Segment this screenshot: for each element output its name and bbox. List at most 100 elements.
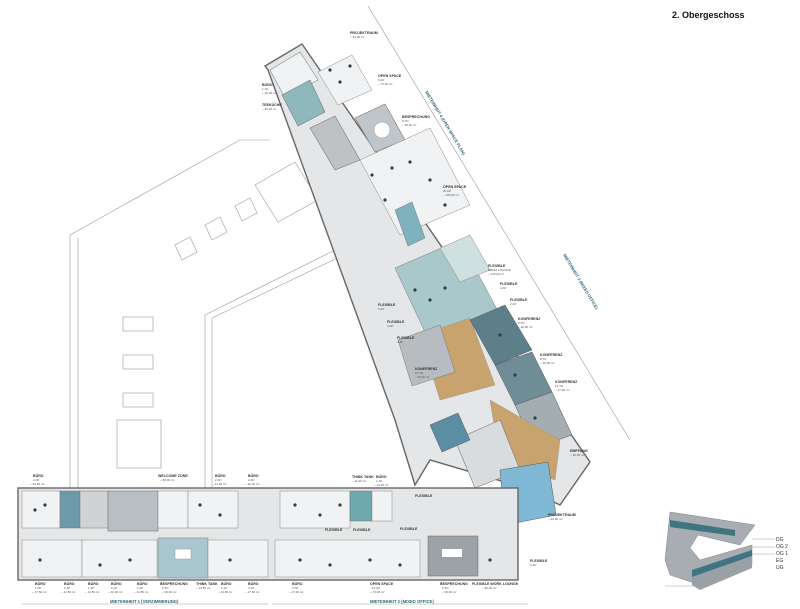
room-sub: 4 AP bbox=[397, 340, 403, 344]
room-area: ~ 25,00 m² bbox=[262, 107, 276, 111]
room-label: BÜRO bbox=[221, 581, 232, 586]
room-label: FLEXIBLE bbox=[387, 320, 405, 324]
room-sub: 8 TN bbox=[162, 586, 168, 590]
room-sub: 4 AP bbox=[248, 586, 254, 590]
room-label: EMPFANG bbox=[570, 449, 588, 453]
room-sub: 10 AP bbox=[372, 586, 380, 590]
unit2-label: MIETEINHEIT 2 (MIXED OFFICE) bbox=[370, 599, 434, 604]
room-label: BESPRECHUNG bbox=[440, 582, 468, 586]
room-area: ~ 27,50 m² bbox=[32, 590, 46, 594]
room-label: OPEN SPACE bbox=[370, 582, 394, 586]
room-label: TEEKÜCHE bbox=[262, 102, 282, 107]
room-sub: 8 TN bbox=[402, 119, 408, 123]
room-area: ~ 160,00 m² bbox=[443, 193, 459, 197]
floor-title: 2. Obergeschoss bbox=[672, 10, 745, 20]
room-label: FLEXIBLE WORK LOUNGE bbox=[472, 582, 519, 586]
room-sub: 9 AP bbox=[378, 78, 384, 82]
room-label: WELCOME ZONE bbox=[158, 474, 188, 478]
room-label: OPEN SPACE bbox=[443, 185, 467, 189]
room-area: ~ 80,00 m² bbox=[160, 478, 174, 482]
room-label: THINK TANK bbox=[352, 475, 374, 479]
room-sub: MEDIA LOUNGE bbox=[488, 268, 511, 272]
room-label: BESPRECHUNG bbox=[160, 582, 188, 586]
building-section-legend: DG OG 2 OG 1 EG UG bbox=[664, 511, 788, 590]
room-label: BÜRO bbox=[248, 473, 259, 478]
room-label: BÜRO bbox=[33, 473, 44, 478]
room-label: BÜRO bbox=[64, 581, 75, 586]
room-label: FLEXIBLE bbox=[378, 303, 396, 307]
bottom-wing bbox=[17, 487, 519, 581]
labels-bottom-top: BÜRO 2 AP ~ 23,50 m² WELCOME ZONE ~ 80,0… bbox=[30, 473, 433, 532]
legend-ug: UG bbox=[776, 565, 784, 571]
room-area: ~ 20,00 m² bbox=[540, 361, 554, 365]
room-label: PROJEKTRAUM bbox=[548, 513, 576, 517]
room-sub: 1 AP bbox=[262, 87, 268, 91]
room-sub: 1 AP bbox=[376, 479, 382, 483]
room-area: ~ 30,00 m² bbox=[442, 590, 456, 594]
room-label: BÜRO bbox=[137, 581, 148, 586]
room-sub: 1 AP bbox=[35, 586, 41, 590]
room-area: ~ 27,00 m² bbox=[289, 590, 303, 594]
room-area: ~ 23,00 m² bbox=[350, 35, 364, 39]
room-sub: 3 AP bbox=[292, 586, 298, 590]
conference-room-4 bbox=[397, 324, 456, 387]
room-sub: 20 AP bbox=[443, 189, 451, 193]
room-label: FLEXIBLE bbox=[353, 528, 371, 532]
room-label: FLEXIBLE bbox=[400, 527, 418, 531]
room-area: ~ 20,00 m² bbox=[245, 482, 259, 486]
room-label: FLEXIBLE bbox=[500, 282, 518, 286]
room-area: ~ 21,50 m² bbox=[212, 482, 226, 486]
room-sub: 12 TN bbox=[415, 371, 423, 375]
room-label: FLEXIBLE bbox=[415, 494, 433, 498]
room-label: BÜRO bbox=[292, 581, 303, 586]
legend-og1: OG 1 bbox=[776, 551, 788, 557]
room-area: ~ 11,00 m² bbox=[352, 479, 366, 483]
think-tank bbox=[349, 490, 373, 522]
room-area: ~ 20,00 m² bbox=[518, 325, 532, 329]
room-area: ~ 27,50 m² bbox=[245, 590, 259, 594]
room-label: BÜRO bbox=[376, 474, 387, 479]
room-label: KONFERENZ bbox=[555, 380, 578, 384]
room-label: BÜRO bbox=[262, 82, 273, 87]
room-label: FLEXIBLE bbox=[530, 559, 548, 563]
room-sub: 8 TN bbox=[540, 357, 546, 361]
room-sub: 1 AP bbox=[137, 586, 143, 590]
unit3-label: MIETEINHEIT 3 (MIXED OFFICE) bbox=[562, 253, 599, 311]
room-label: FLEXIBLE bbox=[397, 336, 415, 340]
room-sub: 4 AP bbox=[500, 286, 506, 290]
room-area: ~ 21,50 m² bbox=[61, 590, 75, 594]
room-sub: 2 AP bbox=[64, 586, 70, 590]
room-sub: 2 AP bbox=[33, 478, 39, 482]
room-sub: 4 AP bbox=[530, 563, 536, 567]
room-label: BÜRO bbox=[248, 581, 259, 586]
labels-bottom-row: BÜRO 1 AP ~ 27,50 m² BÜRO 2 AP ~ 21,50 m… bbox=[32, 581, 519, 594]
room-label: THINK TANK bbox=[196, 582, 218, 586]
room-area: ~ 30,00 m² bbox=[162, 590, 176, 594]
room-area: ~ 36,00 m² bbox=[570, 453, 584, 457]
room-area: ~ 20,00 m² bbox=[262, 91, 276, 95]
room-label: BÜRO bbox=[88, 581, 99, 586]
room-area: ~ 23,50 m² bbox=[30, 482, 44, 486]
room-label: KONFERENZ bbox=[518, 317, 541, 321]
room-area: ~ 76,00 m² bbox=[370, 590, 384, 594]
labels-top-wing: PROJEKTRAUM ~ 23,00 m² BÜRO 1 AP ~ 20,00… bbox=[262, 31, 467, 197]
room-sub: 4 AP bbox=[378, 307, 384, 311]
room-label: BÜRO bbox=[35, 581, 46, 586]
room-area: ~ 14,50 m² bbox=[218, 590, 232, 594]
legend-dg: DG bbox=[776, 537, 784, 543]
room-label: KONFERENZ bbox=[540, 353, 563, 357]
room-area: ~ 40,00 m² bbox=[548, 517, 562, 521]
room-area: ~ 120,00 m² bbox=[488, 272, 504, 276]
room-area: ~ 13,00 m² bbox=[374, 483, 388, 487]
room-label: BESPRECHUNG bbox=[402, 115, 430, 119]
room-label: OPEN SPACE bbox=[378, 74, 402, 78]
room-area: ~ 30,00 m² bbox=[415, 375, 429, 379]
room-sub: 2 AP bbox=[248, 478, 254, 482]
diagonal-wing bbox=[263, 43, 591, 526]
room-sub: 4 AP bbox=[387, 324, 393, 328]
stair-core-3 bbox=[107, 490, 159, 532]
room-sub: 8 TN bbox=[518, 321, 524, 325]
room-area: ~ 21,50 m² bbox=[134, 590, 148, 594]
room-area: ~ 60,00 m² bbox=[482, 586, 496, 590]
room-label: FLEXIBLE bbox=[510, 298, 528, 302]
